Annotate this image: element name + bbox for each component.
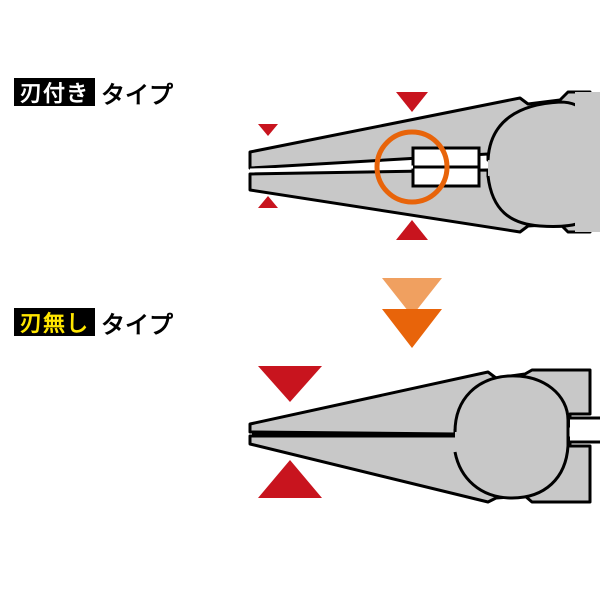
type-suffix-bladeless: タイプ	[101, 310, 174, 339]
badge-bladed: 刃付き	[14, 78, 96, 107]
arrow-down-dark-icon	[382, 309, 442, 348]
type-suffix-bladed: タイプ	[101, 80, 174, 109]
badge-bladeless: 刃無し	[14, 308, 96, 337]
arrow-down-light-icon	[382, 278, 442, 316]
label-bladeless-type: 刃無し タイプ	[14, 308, 173, 339]
marker-tip-bottom-large-icon	[258, 460, 322, 498]
pliers-bladeless	[248, 368, 600, 504]
pliers-bladed	[248, 90, 600, 234]
marker-tip-bottom-icon	[258, 196, 278, 208]
marker-tip-top-icon	[258, 124, 278, 136]
marker-blade-bottom-icon	[396, 220, 428, 240]
marker-tip-top-large-icon	[258, 366, 322, 402]
label-bladed-type: 刃付き タイプ	[14, 78, 173, 109]
marker-blade-top-icon	[396, 92, 428, 112]
blade-highlight-circle	[374, 129, 450, 205]
